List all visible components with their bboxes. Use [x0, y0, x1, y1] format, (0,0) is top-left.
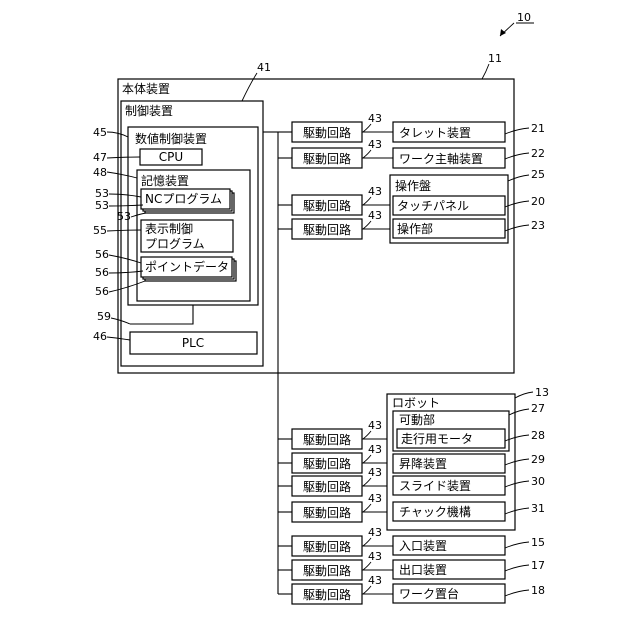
drive-circuit-ref: 43 [368, 419, 382, 432]
touch-panel-label: タッチパネル [397, 199, 469, 213]
cpu-ref: 47 [93, 151, 107, 164]
nc-program-label: NCプログラム [145, 192, 222, 206]
drive-circuit-label: 駆動回路 [303, 198, 351, 213]
nc-program-ref-2: 53 [95, 199, 109, 212]
plc-label: PLC [182, 336, 204, 350]
plc-ref: 46 [93, 330, 107, 343]
movable-unit-label: 可動部 [399, 412, 435, 427]
drive-circuit-label: 駆動回路 [303, 479, 351, 494]
drive-circuit-label: 駆動回路 [303, 125, 351, 140]
main-unit-ref: 11 [488, 52, 502, 65]
turret-label: タレット装置 [399, 126, 471, 140]
drive-circuit-label: 駆動回路 [303, 456, 351, 471]
drive-circuit-label: 駆動回路 [303, 563, 351, 578]
inlet-leader [505, 542, 529, 548]
storage-ref: 48 [93, 166, 107, 179]
drive-circuit-ref: 43 [368, 550, 382, 563]
display-program-ref: 55 [93, 224, 107, 237]
drive-circuit-ref: 43 [368, 138, 382, 151]
drive-circuit-ref: 43 [368, 443, 382, 456]
controller-label: 制御装置 [125, 103, 173, 118]
inlet-ref: 15 [531, 536, 545, 549]
point-data-ref-3: 56 [95, 285, 109, 298]
travel-motor-label: 走行用モータ [401, 432, 473, 446]
main-unit-leader [482, 64, 489, 79]
drive-circuit-ref: 43 [368, 209, 382, 222]
chuck-ref: 31 [531, 502, 545, 515]
figure-number: 10 [517, 11, 531, 24]
drive-circuit-ref: 43 [368, 574, 382, 587]
turret-ref: 21 [531, 122, 545, 135]
nc-program-ref-3: 53 [117, 210, 131, 223]
work-table-leader [505, 590, 529, 596]
lift-ref: 29 [531, 453, 545, 466]
travel-motor-ref: 28 [531, 429, 545, 442]
display-program-line2: プログラム [145, 237, 205, 251]
drive-circuit-label: 駆動回路 [303, 222, 351, 237]
bus-ref: 59 [97, 310, 111, 323]
figure-number-arrowhead [500, 29, 506, 36]
nc-controller-ref: 45 [93, 126, 107, 139]
operation-panel-ref: 25 [531, 168, 545, 181]
spindle-label: ワーク主軸装置 [399, 152, 483, 166]
drive-circuit-label: 駆動回路 [303, 505, 351, 520]
outlet-leader [505, 565, 529, 571]
nc-controller-label: 数値制御装置 [135, 131, 207, 146]
drive-circuit-ref: 43 [368, 185, 382, 198]
drive-circuit-ref: 43 [368, 466, 382, 479]
robot-ref: 13 [535, 386, 549, 399]
display-program-line1: 表示制御 [145, 221, 193, 236]
chuck-label: チャック機構 [399, 504, 471, 519]
slide-label: スライド装置 [399, 479, 471, 493]
storage-label: 記憶装置 [141, 173, 189, 188]
slide-ref: 30 [531, 475, 545, 488]
operation-unit-label: 操作部 [397, 221, 433, 236]
work-table-label: ワーク置台 [399, 586, 459, 601]
drive-circuit-label: 駆動回路 [303, 587, 351, 602]
point-data-ref-1: 56 [95, 248, 109, 261]
outlet-ref: 17 [531, 559, 545, 572]
operation-panel-label: 操作盤 [395, 178, 431, 193]
drive-circuit-ref: 43 [368, 492, 382, 505]
outlet-label: 出口装置 [399, 563, 447, 577]
robot-leader [515, 392, 533, 398]
work-table-ref: 18 [531, 584, 545, 597]
point-data-ref-2: 56 [95, 266, 109, 279]
cpu-label: CPU [159, 150, 183, 164]
drive-circuit-ref: 43 [368, 526, 382, 539]
main-unit-label: 本体装置 [122, 82, 170, 96]
drive-circuit-label: 駆動回路 [303, 539, 351, 554]
spindle-ref: 22 [531, 147, 545, 160]
touch-panel-ref: 20 [531, 195, 545, 208]
inlet-label: 入口装置 [399, 539, 447, 553]
drive-circuit-ref: 43 [368, 112, 382, 125]
drive-circuit-label: 駆動回路 [303, 432, 351, 447]
lift-label: 昇降装置 [399, 457, 447, 471]
movable-unit-ref: 27 [531, 402, 545, 415]
operation-unit-ref: 23 [531, 219, 545, 232]
point-data-label: ポイントデータ [145, 259, 229, 274]
drive-circuit-label: 駆動回路 [303, 151, 351, 166]
controller-ref: 41 [257, 61, 271, 74]
robot-label: ロボット [392, 396, 440, 410]
